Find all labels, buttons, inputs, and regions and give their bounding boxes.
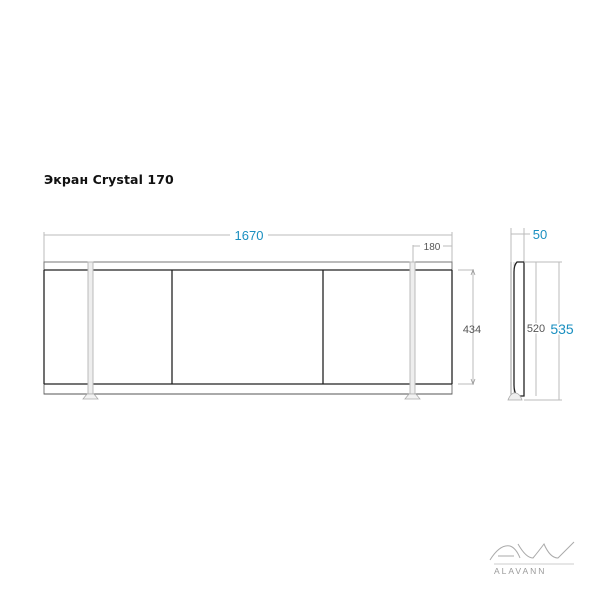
front-view-screen [43, 261, 453, 395]
product-title: Экран Crystal 170 [44, 172, 174, 187]
dim-535-label: 535 [550, 321, 574, 337]
support-leg-left [82, 261, 99, 400]
dim-180-label: 180 [424, 242, 441, 253]
support-leg-right [404, 261, 421, 400]
dim-520-label: 520 [527, 323, 545, 335]
alavann-logo-icon [489, 541, 575, 565]
dimension-inner-height: 434 [458, 268, 481, 386]
dim-50-label: 50 [533, 227, 547, 242]
dim-1670-label: 1670 [235, 228, 264, 243]
side-view-profile: 50 520 535 [507, 227, 575, 401]
dim-434-label: 434 [463, 324, 481, 336]
brand-name: ALAVANN [494, 566, 547, 576]
dimension-leg-offset: 180 [412, 242, 452, 262]
dimension-total-width: 1670 [43, 228, 453, 262]
